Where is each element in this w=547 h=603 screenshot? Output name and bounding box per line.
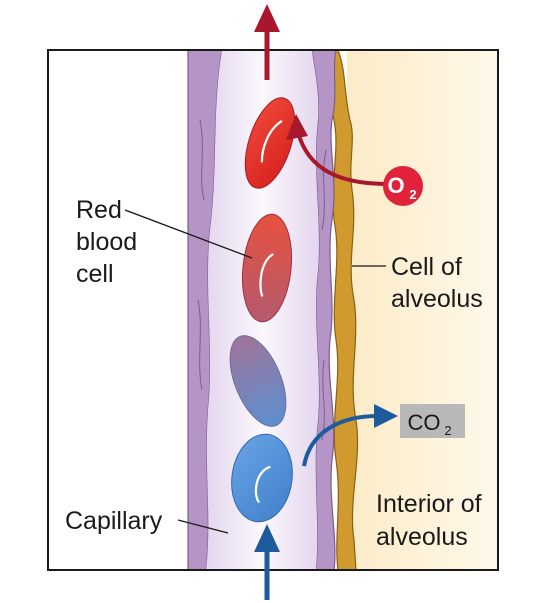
cell-of-alveolus-label-line-1: Cell of — [391, 253, 462, 281]
capillary-left-wall-seam — [197, 299, 203, 391]
oxygen-symbol: O — [387, 173, 404, 198]
capillary-leader — [177, 519, 229, 534]
capillary-left-wall-seam — [199, 119, 205, 201]
capillary-label-text: Capillary — [65, 507, 163, 535]
carbon-dioxide-diffusion-arrow — [302, 404, 398, 467]
cell-of-alveolus-label-line-2: alveolus — [391, 285, 483, 313]
cell-of-alveolus-label: Cell of alveolus — [352, 253, 483, 313]
red-blood-cell-leader — [124, 209, 253, 259]
carbon-dioxide-symbol: CO — [408, 410, 441, 435]
carbon-dioxide-subscript: 2 — [444, 423, 451, 438]
panel-border — [47, 49, 499, 571]
red-blood-cell-oxygenated — [244, 97, 296, 189]
blood-flow-in-arrow — [254, 524, 280, 600]
red-blood-cell-lower-middle — [229, 335, 287, 427]
interior-of-alveolus-label-line-2: alveolus — [376, 523, 468, 551]
carbon-dioxide-box: CO 2 — [400, 404, 465, 438]
capillary-right-wall-seam — [321, 149, 327, 231]
red-blood-cell-label: Red blood cell — [76, 196, 253, 288]
blood-flow-out-arrow — [254, 4, 280, 80]
oxygen-diffusion-arrow — [286, 114, 389, 186]
oxygen-badge: O 2 — [383, 166, 423, 206]
interior-of-alveolus-label: Interior of alveolus — [376, 490, 482, 551]
red-blood-cell-label-line-2: blood — [76, 228, 137, 256]
red-blood-cell-label-line-3: cell — [76, 260, 114, 288]
red-blood-cell-deoxygenated — [231, 433, 293, 523]
red-blood-cell-upper-middle — [241, 213, 293, 323]
red-blood-cell-label-line-1: Red — [76, 196, 122, 224]
alveolus-interior-region — [347, 50, 498, 570]
oxygen-subscript: 2 — [409, 187, 416, 202]
capillary-label: Capillary — [65, 507, 229, 535]
interior-of-alveolus-label-line-1: Interior of — [376, 490, 482, 518]
